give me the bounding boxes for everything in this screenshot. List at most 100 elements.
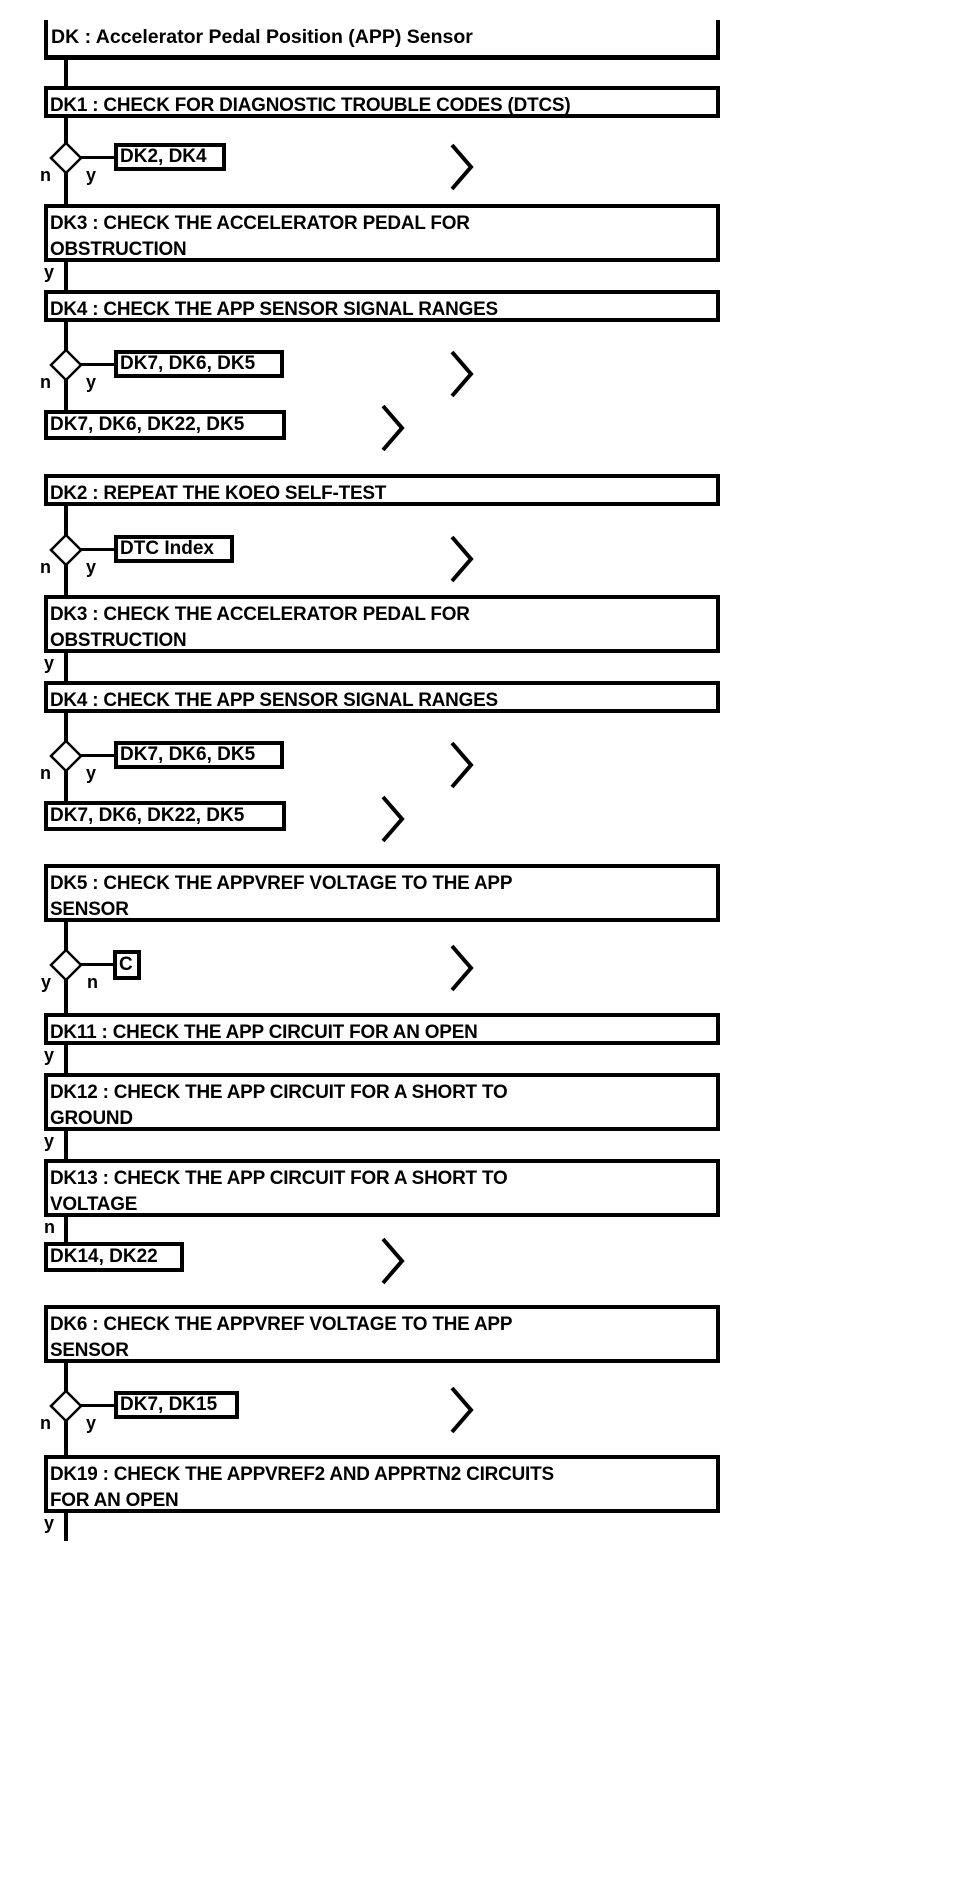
- branch-label-dk2-yes: y: [86, 557, 97, 577]
- branch-label-dk2-no: n: [40, 557, 51, 577]
- connector-dk5-to-decision: [64, 920, 68, 951]
- step-box-dk2[interactable]: DK2 : REPEAT THE KOEO SELF-TEST: [44, 474, 720, 506]
- step-box-dk13[interactable]: DK13 : CHECK THE APP CIRCUIT FOR A SHORT…: [44, 1159, 720, 1217]
- decision-diamond-dk5[interactable]: [49, 948, 83, 982]
- branch-label-dk5-no: n: [87, 972, 98, 992]
- branch-label-dk5-yes: y: [41, 972, 52, 992]
- connector-dk11-out: [64, 1043, 68, 1073]
- connector-dk4-a-yes: [81, 363, 118, 366]
- branch-label-dk19-yes: y: [44, 1513, 55, 1533]
- chevron-right-icon-dk7-b[interactable]: [375, 791, 409, 847]
- branch-label-dk11-yes: y: [44, 1045, 55, 1065]
- step-text-dk3-a: DK3 : CHECK THE ACCELERATOR PEDAL FOR OB…: [49, 212, 470, 260]
- ref-box-dk14-dk22[interactable]: DK14, DK22: [44, 1242, 184, 1272]
- step-box-dk12[interactable]: DK12 : CHECK THE APP CIRCUIT FOR A SHORT…: [44, 1073, 720, 1131]
- connector-dk6-to-decision: [64, 1361, 68, 1392]
- connector-title-to-dk1: [64, 58, 68, 86]
- ref-text-c: C: [119, 954, 133, 975]
- ref-text-dk7-dk6-dk5-b: DK7, DK6, DK5: [120, 744, 256, 765]
- step-text-dk19: DK19 : CHECK THE APPVREF2 AND APPRTN2 CI…: [49, 1463, 554, 1511]
- connector-dk2-no: [64, 564, 68, 595]
- branch-label-dk3-a-yes: y: [44, 262, 55, 282]
- connector-dk2-yes: [81, 548, 118, 551]
- step-text-dk5: DK5 : CHECK THE APPVREF VOLTAGE TO THE A…: [49, 872, 513, 920]
- branch-label-dk4-a-no: n: [40, 372, 51, 392]
- connector-dk4-b-no: [64, 770, 68, 802]
- connector-dk6-yes: [81, 1404, 118, 1407]
- step-text-dk2: DK2 : REPEAT THE KOEO SELF-TEST: [49, 482, 387, 504]
- title-right-edge: [716, 20, 720, 55]
- step-box-dk4-b[interactable]: DK4 : CHECK THE APP SENSOR SIGNAL RANGES: [44, 681, 720, 713]
- chevron-right-icon-dk14[interactable]: [375, 1233, 409, 1289]
- branch-label-dk6-yes: y: [86, 1413, 97, 1433]
- chevron-right-icon-dk7-a[interactable]: [375, 400, 409, 456]
- step-text-dk12: DK12 : CHECK THE APP CIRCUIT FOR A SHORT…: [49, 1081, 508, 1129]
- connector-dk4-a-to-decision: [64, 320, 68, 352]
- connector-dk5-yes-down: [64, 979, 68, 1013]
- step-text-dk3-b: DK3 : CHECK THE ACCELERATOR PEDAL FOR OB…: [49, 603, 470, 651]
- ref-text-dk7-dk6-dk22-dk5-b: DK7, DK6, DK22, DK5: [50, 805, 245, 826]
- decision-diamond-dk1[interactable]: [49, 141, 83, 175]
- branch-label-dk4-b-yes: y: [86, 763, 97, 783]
- chevron-right-icon-dk1[interactable]: [444, 139, 478, 195]
- branch-label-dk1-yes: y: [86, 165, 97, 185]
- step-text-dk4-b: DK4 : CHECK THE APP SENSOR SIGNAL RANGES: [49, 689, 498, 711]
- decision-diamond-dk4-b[interactable]: [49, 739, 83, 773]
- branch-label-dk3-b-yes: y: [44, 653, 55, 673]
- connector-dk3-b-out: [64, 651, 68, 681]
- ref-box-dk2-dk4[interactable]: DK2, DK4: [114, 143, 226, 171]
- ref-text-dk14-dk22: DK14, DK22: [50, 1246, 158, 1267]
- diagram-title: DK : Accelerator Pedal Position (APP) Se…: [51, 26, 473, 48]
- decision-diamond-dk6[interactable]: [49, 1389, 83, 1423]
- step-text-dk6: DK6 : CHECK THE APPVREF VOLTAGE TO THE A…: [49, 1313, 513, 1361]
- ref-box-dk7-dk6-dk22-dk5-b[interactable]: DK7, DK6, DK22, DK5: [44, 801, 286, 831]
- step-box-dk11[interactable]: DK11 : CHECK THE APP CIRCUIT FOR AN OPEN: [44, 1013, 720, 1045]
- connector-dk19-out: [64, 1511, 68, 1541]
- connector-dk13-out: [64, 1215, 68, 1243]
- step-box-dk3-b[interactable]: DK3 : CHECK THE ACCELERATOR PEDAL FOR OB…: [44, 595, 720, 653]
- ref-box-dk7-dk6-dk22-dk5-a[interactable]: DK7, DK6, DK22, DK5: [44, 410, 286, 440]
- ref-box-dk7-dk6-dk5-a[interactable]: DK7, DK6, DK5: [114, 350, 284, 378]
- step-box-dk3-a[interactable]: DK3 : CHECK THE ACCELERATOR PEDAL FOR OB…: [44, 204, 720, 262]
- branch-label-dk13-no: n: [44, 1217, 55, 1237]
- branch-label-dk1-no: n: [40, 165, 51, 185]
- step-box-dk4-a[interactable]: DK4 : CHECK THE APP SENSOR SIGNAL RANGES: [44, 290, 720, 322]
- connector-dk1-to-decision: [64, 116, 68, 150]
- ref-text-dk7-dk6-dk5-a: DK7, DK6, DK5: [120, 353, 256, 374]
- step-box-dk5[interactable]: DK5 : CHECK THE APPVREF VOLTAGE TO THE A…: [44, 864, 720, 922]
- branch-label-dk4-a-yes: y: [86, 372, 97, 392]
- connector-dk12-out: [64, 1129, 68, 1159]
- connector-dk3-a-out: [64, 260, 68, 290]
- decision-diamond-dk2[interactable]: [49, 533, 83, 567]
- connector-dk1-no: [64, 172, 68, 204]
- chevron-right-icon-dk6[interactable]: [444, 1382, 478, 1438]
- chevron-right-icon-dk4-b[interactable]: [444, 737, 478, 793]
- branch-label-dk12-yes: y: [44, 1131, 55, 1151]
- ref-text-dk7-dk15: DK7, DK15: [120, 1394, 218, 1415]
- ref-box-dk7-dk6-dk5-b[interactable]: DK7, DK6, DK5: [114, 741, 284, 769]
- step-text-dk4-a: DK4 : CHECK THE APP SENSOR SIGNAL RANGES: [49, 298, 498, 320]
- connector-dk1-yes: [81, 156, 118, 159]
- connector-dk4-b-yes: [81, 754, 118, 757]
- ref-box-dk7-dk15[interactable]: DK7, DK15: [114, 1391, 239, 1419]
- connector-dk6-no: [64, 1420, 68, 1455]
- decision-diamond-dk4-a[interactable]: [49, 348, 83, 382]
- chevron-right-icon-dk4-a[interactable]: [444, 346, 478, 402]
- chevron-right-icon-dk2[interactable]: [444, 531, 478, 587]
- branch-label-dk4-b-no: n: [40, 763, 51, 783]
- ref-box-c[interactable]: C: [113, 950, 141, 980]
- step-text-dk1: DK1 : CHECK FOR DIAGNOSTIC TROUBLE CODES…: [49, 94, 571, 116]
- branch-label-dk6-no: n: [40, 1413, 51, 1433]
- connector-dk5-no: [81, 963, 115, 966]
- connector-dk4-a-no: [64, 379, 68, 411]
- connector-dk4-b-to-decision: [64, 711, 68, 743]
- step-box-dk6[interactable]: DK6 : CHECK THE APPVREF VOLTAGE TO THE A…: [44, 1305, 720, 1363]
- ref-box-dtc-index[interactable]: DTC Index: [114, 535, 234, 563]
- chevron-right-icon-dk5[interactable]: [444, 940, 478, 996]
- step-box-dk19[interactable]: DK19 : CHECK THE APPVREF2 AND APPRTN2 CI…: [44, 1455, 720, 1513]
- step-box-dk1[interactable]: DK1 : CHECK FOR DIAGNOSTIC TROUBLE CODES…: [44, 86, 720, 118]
- diagram-title-box: DK : Accelerator Pedal Position (APP) Se…: [44, 20, 720, 60]
- step-text-dk11: DK11 : CHECK THE APP CIRCUIT FOR AN OPEN: [49, 1021, 478, 1043]
- ref-text-dk7-dk6-dk22-dk5-a: DK7, DK6, DK22, DK5: [50, 414, 245, 435]
